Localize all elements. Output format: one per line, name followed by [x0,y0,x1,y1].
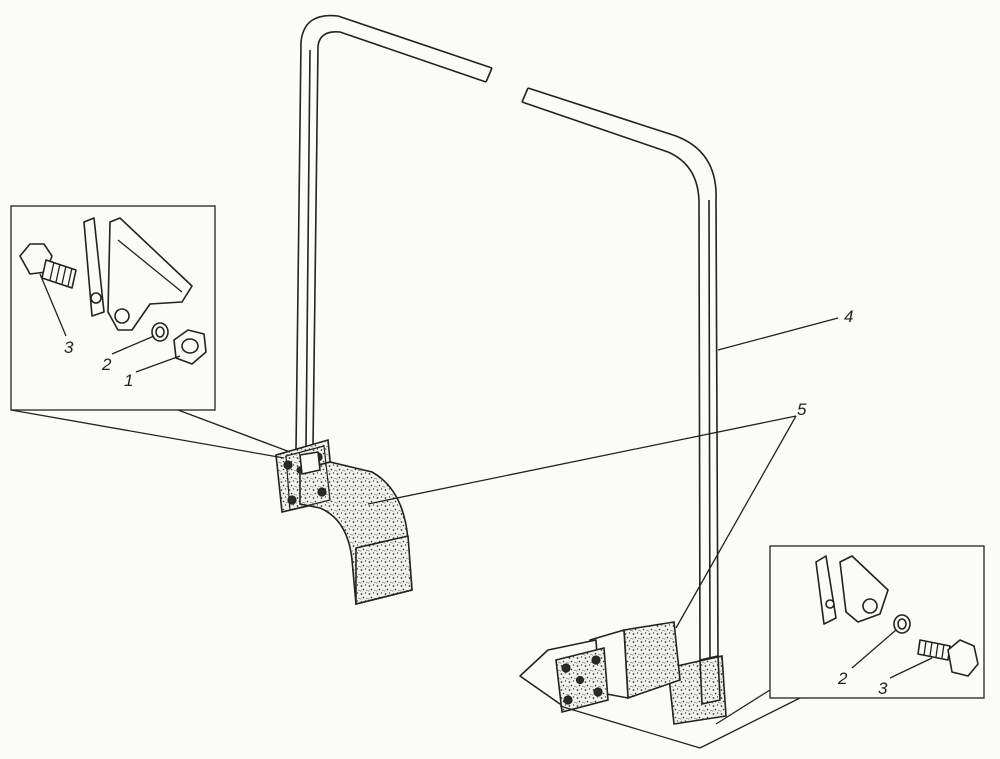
right-bracket [519,621,727,725]
label-bolt-left: 3 [64,338,74,357]
label-nut-left: 1 [124,371,133,390]
right-mirror-arm-tube [521,87,719,661]
left-bracket [275,438,413,606]
left-mirror-arm-tube [295,14,493,451]
leader-lines [39,273,933,679]
label-brackets: 5 [797,400,807,419]
label-bolt-right: 3 [878,679,888,698]
right-detail-inset [559,545,985,749]
label-mirror-arm: 4 [844,307,853,326]
label-washer-right: 2 [837,669,848,688]
left-detail-inset [10,205,291,459]
label-washer-left: 2 [101,355,112,374]
